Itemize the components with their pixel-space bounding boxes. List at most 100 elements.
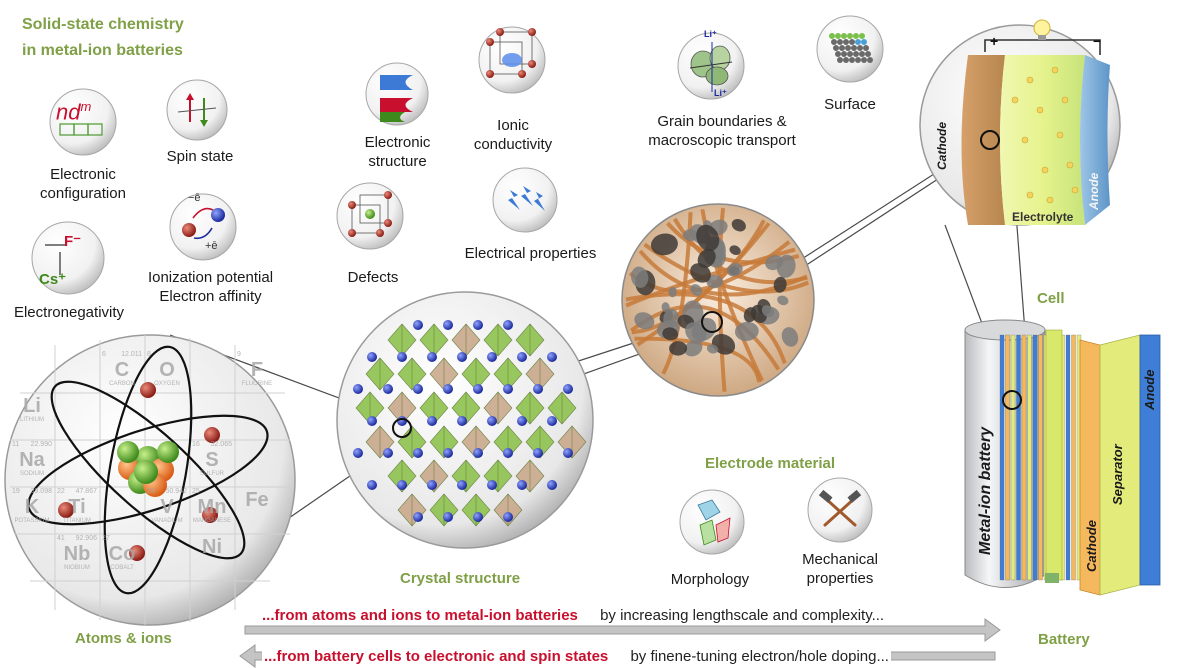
grain-network: [625, 207, 810, 392]
roll-layer: [1032, 334, 1038, 581]
lithium-ion: [487, 352, 497, 362]
lithium-ion: [547, 480, 557, 490]
active-particle: [684, 340, 703, 357]
lithium-ion: [457, 352, 467, 362]
element-symbol: Fe: [245, 489, 269, 511]
bubble-electronic-configuration: [49, 88, 117, 156]
surface-atom: [837, 39, 843, 45]
element-symbol: Ti: [68, 496, 86, 518]
bubble-electrical-properties: [492, 167, 558, 233]
element-cell: Ni: [190, 534, 234, 580]
forward-caption-black: by increasing lengthscale and complexity…: [600, 607, 885, 624]
electron-orbits: [27, 345, 269, 595]
battery-separator-label: Separator: [1110, 444, 1125, 505]
lithium-ion: [503, 448, 513, 458]
lithium-ion: [443, 384, 453, 394]
active-particle: [777, 295, 789, 306]
label-ionization: Ionization potential Electron affinity: [128, 268, 293, 306]
label-line: properties: [806, 570, 874, 587]
element-symbol: Na: [19, 449, 45, 471]
surface-atom: [847, 33, 853, 39]
lithium-ion: [413, 512, 423, 522]
surface-atom: [867, 57, 873, 63]
surface-atom: [847, 51, 853, 57]
surface-atom: [839, 45, 845, 51]
lithium-ion: [503, 384, 513, 394]
label-line: configuration: [40, 185, 126, 202]
element-number: 22: [57, 488, 65, 495]
battery-cathode-label: Cathode: [1084, 520, 1099, 572]
active-particle: [661, 302, 670, 313]
surface-atom: [833, 45, 839, 51]
surface-atom: [829, 33, 835, 39]
active-particle: [691, 317, 717, 342]
lightbulb-icon: [1033, 19, 1051, 40]
roll-layer: [1027, 334, 1032, 581]
active-particle: [706, 274, 724, 289]
battery-body-label: Metal-ion battery: [977, 426, 994, 555]
label-spin-state: Spin state: [166, 148, 234, 165]
element-symbol: O: [159, 359, 175, 381]
forward-caption: ...from atoms and ions to metal-ion batt…: [262, 607, 884, 624]
active-particle: [631, 266, 649, 288]
fluorine-ion: F⁻: [64, 233, 82, 250]
element-name: POTASSIUM: [14, 518, 50, 524]
lithium-ion: [383, 384, 393, 394]
element-number: 27: [102, 535, 110, 542]
element-symbol: K: [24, 496, 40, 518]
cell-bubble: [919, 19, 1121, 226]
diagram-title-line2: in metal-ion batteries: [22, 42, 183, 59]
active-particle: [650, 233, 678, 256]
label-line: Electron affinity: [159, 288, 262, 305]
label-ionic-conductivity: Ionic conductivity: [468, 116, 558, 154]
element-symbol: Nb: [63, 543, 91, 565]
element-name: NIOBIUM: [64, 565, 90, 571]
element-mass: 92.906: [75, 535, 97, 542]
label-line: macroscopic transport: [648, 132, 796, 149]
bubble-morphology: [679, 489, 745, 555]
lithium-ion: [487, 480, 497, 490]
surface-atom: [845, 45, 851, 51]
nucleus: [117, 441, 179, 497]
surface-atom: [853, 51, 859, 57]
element-number: 19: [12, 488, 20, 495]
bubble-ionization: [169, 193, 237, 261]
surface-atom: [859, 51, 865, 57]
zoom-marker: [392, 418, 412, 438]
active-particle: [726, 263, 743, 277]
element-name: TITANIUM: [63, 518, 91, 524]
surface-atom: [841, 33, 847, 39]
scale-cell: Cell: [1037, 290, 1065, 307]
surface-atom: [861, 57, 867, 63]
label-line: Electronic: [364, 134, 431, 151]
scale-atoms: Atoms & ions: [75, 630, 172, 647]
element-symbol: C: [114, 359, 130, 381]
crystal-bubble: [336, 291, 594, 549]
element-name: OXYGEN: [154, 381, 180, 387]
element-mass: 22.990: [30, 441, 52, 448]
lithium-ion: [353, 384, 363, 394]
lithium-ion: [397, 352, 407, 362]
lithium-ion: [367, 352, 377, 362]
backward-caption: ...from battery cells to electronic and …: [262, 648, 891, 665]
element-symbol: Li: [23, 395, 41, 417]
lithium-ion: [563, 384, 573, 394]
lithium-ion: [473, 384, 483, 394]
forward-caption-red: ...from atoms and ions to metal-ion batt…: [262, 607, 578, 624]
active-particle: [731, 218, 746, 232]
scale-electrode: Electrode material: [705, 455, 836, 472]
backward-caption-red: ...from battery cells to electronic and …: [264, 648, 609, 665]
cell-minus: −: [1093, 33, 1102, 49]
lithium-ion: [443, 512, 453, 522]
lithium-ion: [427, 480, 437, 490]
roll-layer: [999, 334, 1005, 581]
label-line: Grain boundaries &: [657, 113, 787, 130]
label-line: Ionic: [497, 117, 529, 134]
roll-layer: [1016, 334, 1021, 581]
surface-atom: [843, 39, 849, 45]
roll-layer: [1010, 334, 1016, 581]
element-name: SODIUM: [20, 471, 44, 477]
label-line: conductivity: [473, 136, 553, 153]
element-mass: 47.867: [75, 488, 97, 495]
